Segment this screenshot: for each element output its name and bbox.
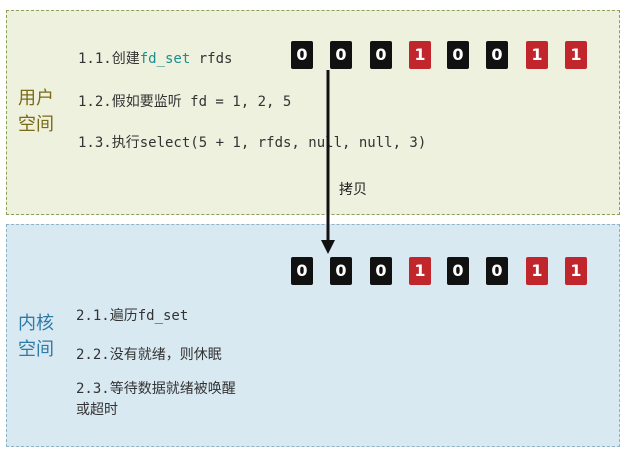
- user-space-zone: [6, 10, 620, 215]
- user-fd-bit-6: 1: [526, 41, 548, 69]
- user-step-3: 1.3.执行select(5 + 1, rfds, null, null, 3): [78, 132, 426, 152]
- kernel-fd-bit-2: 0: [370, 257, 392, 285]
- kernel-space-label-line: 空间: [18, 339, 54, 360]
- kernel-step-1: 2.1.遍历fd_set: [76, 308, 189, 324]
- user-step-2: 1.2.假如要监听 fd = 1, 2, 5: [78, 91, 291, 111]
- copy-arrow-head: [321, 240, 335, 254]
- kernel-fd-bit-1: 0: [330, 257, 352, 285]
- user-fd-bit-3: 1: [409, 41, 431, 69]
- user-fd-bit-5: 0: [486, 41, 508, 69]
- kernel-space-label-line: 内核: [18, 313, 54, 334]
- kernel-step-3: 2.3.等待数据就绪被唤醒: [76, 381, 236, 397]
- kernel-fd-bit-6: 1: [526, 257, 548, 285]
- user-step-1-suffix: rfds: [190, 51, 233, 67]
- user-fd-bit-1: 0: [330, 41, 352, 69]
- kernel-space-label: 内核 空间: [14, 311, 58, 363]
- user-space-label-line: 空间: [18, 114, 54, 135]
- kernel-fd-bit-7: 1: [565, 257, 587, 285]
- user-step-1-accent: fd_set: [139, 51, 191, 67]
- kernel-fd-bit-3: 1: [409, 257, 431, 285]
- kernel-step-3-continued: 或超时: [76, 402, 118, 418]
- user-fd-bit-2: 0: [370, 41, 392, 69]
- user-fd-bit-7: 1: [565, 41, 587, 69]
- user-space-label: 用户 空间: [14, 86, 58, 138]
- kernel-fd-bit-0: 0: [291, 257, 313, 285]
- user-space-label-line: 用户: [18, 88, 54, 109]
- copy-arrow-label: 拷贝: [339, 182, 367, 198]
- kernel-fd-bit-4: 0: [447, 257, 469, 285]
- kernel-space-zone: [6, 224, 620, 447]
- copy-arrow: [321, 70, 335, 254]
- user-step-3-text: 1.3.执行select(5 + 1, rfds, null, null, 3): [78, 135, 427, 151]
- user-fd-bit-4: 0: [447, 41, 469, 69]
- user-fd-bit-0: 0: [291, 41, 313, 69]
- user-step-1-prefix: 1.1.创建: [78, 51, 140, 67]
- kernel-fd-bit-5: 0: [486, 257, 508, 285]
- user-step-1: 1.1.创建fd_set rfds: [78, 48, 232, 68]
- kernel-step-2: 2.2.没有就绪，则休眠: [76, 347, 222, 363]
- user-step-2-text: 1.2.假如要监听 fd = 1, 2, 5: [78, 94, 292, 110]
